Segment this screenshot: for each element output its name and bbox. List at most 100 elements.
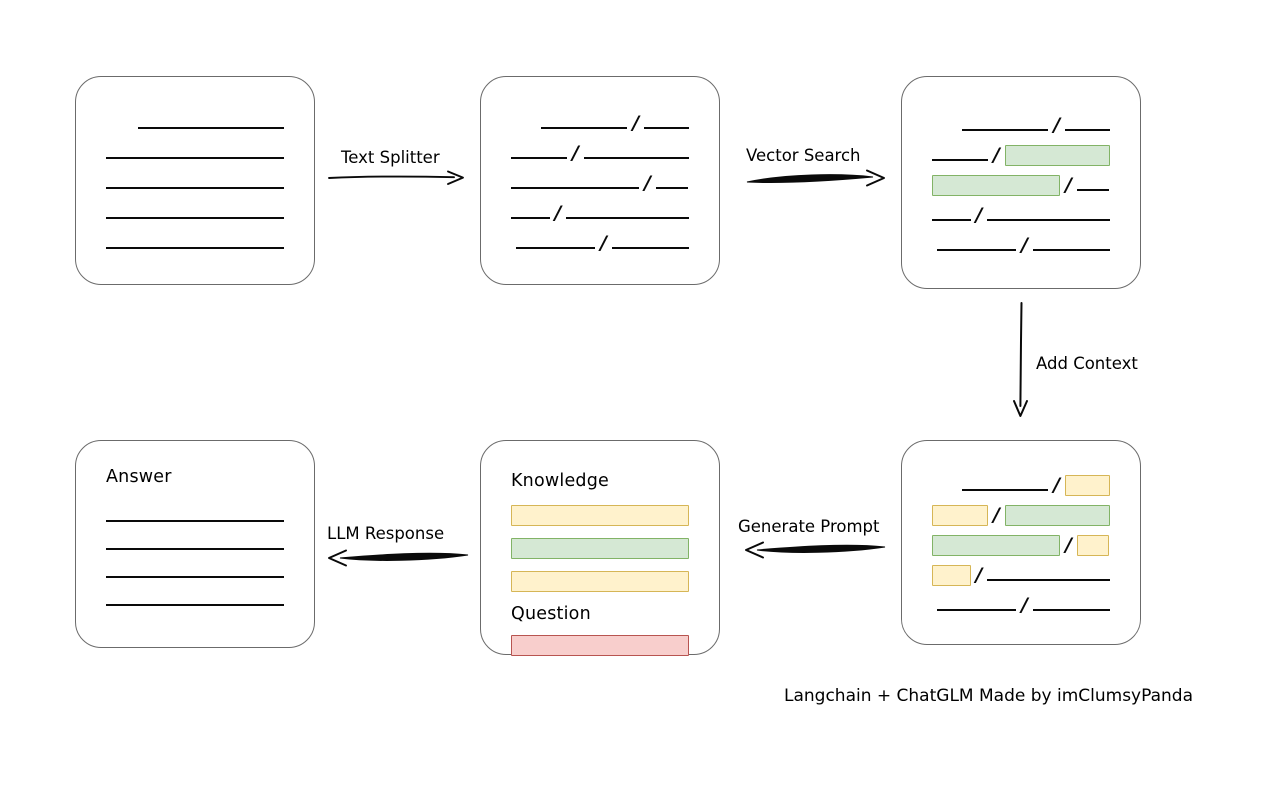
- arrow-vector-search: [745, 166, 890, 192]
- text-line: [937, 248, 1017, 251]
- vector-search-results-card: / / / / /: [901, 76, 1141, 289]
- split-chunks-card: /////: [480, 76, 720, 285]
- text-line: [656, 186, 689, 189]
- chunk-separator-slash: /: [1053, 473, 1061, 496]
- highlighted-chunk-green: [1004, 144, 1110, 166]
- knowledge-bar-green: [511, 537, 689, 559]
- chunk-row: /: [932, 588, 1110, 618]
- chunk-row: /: [932, 558, 1110, 588]
- chunk-row: /: [932, 138, 1110, 168]
- text-line: [932, 158, 988, 161]
- chunk-separator-slash: /: [554, 201, 562, 224]
- answer-lines: [106, 507, 284, 619]
- question-bars: [511, 635, 689, 656]
- chunk-row: /: [511, 136, 689, 166]
- chunk-separator-slash: /: [600, 231, 608, 254]
- text-line: [511, 216, 550, 219]
- answer-text-line: [106, 520, 284, 522]
- chunk-row: [106, 136, 284, 166]
- chunk-separator-slash: /: [1065, 533, 1073, 556]
- text-line: [937, 608, 1017, 611]
- chunk-separator-slash: /: [632, 111, 640, 134]
- generated-prompt-card: Knowledge Question: [480, 440, 720, 656]
- answer-card: Answer: [75, 440, 315, 648]
- question-bar-red: [511, 635, 689, 656]
- highlighted-chunk-yellow: [1065, 474, 1110, 496]
- text-line: [962, 488, 1049, 491]
- chunk-row: [106, 106, 284, 136]
- knowledge-label: Knowledge: [511, 471, 609, 491]
- chunk-row: /: [511, 166, 689, 196]
- connector-label-llm-response: LLM Response: [327, 524, 445, 543]
- chunk-row: [106, 166, 284, 196]
- chunk-row: /: [932, 468, 1110, 498]
- text-line: [987, 578, 1110, 581]
- chunk-separator-slash: /: [975, 563, 983, 586]
- prompt-stack: Knowledge Question: [511, 467, 689, 656]
- highlighted-chunk-green: [932, 174, 1061, 196]
- text-line: [1065, 128, 1110, 131]
- answer-text-line: [106, 576, 284, 578]
- chunk-separator-slash: /: [1021, 233, 1029, 256]
- knowledge-bars: [511, 504, 689, 592]
- vector-search-results-body: / / / / /: [932, 77, 1110, 288]
- text-line: [106, 186, 284, 189]
- chunk-separator-slash: /: [993, 503, 1000, 526]
- chunk-row: /: [932, 198, 1110, 228]
- text-line: [1033, 248, 1110, 251]
- answer-text-line: [106, 604, 284, 606]
- text-line: [987, 218, 1110, 221]
- text-line: [516, 246, 596, 249]
- text-line: [932, 218, 971, 221]
- arrow-llm-response: [318, 545, 470, 569]
- answer-title: Answer: [106, 467, 172, 487]
- chunk-separator-slash: /: [572, 141, 579, 164]
- arrow-text-splitter: [328, 166, 468, 190]
- chunk-row: /: [932, 528, 1110, 558]
- chunk-row: /: [932, 228, 1110, 258]
- highlighted-chunk-yellow: [932, 564, 971, 586]
- highlighted-chunk-yellow: [1077, 534, 1110, 556]
- connector-label-text-splitter: Text Splitter: [341, 148, 440, 167]
- chunk-separator-slash: /: [993, 143, 1000, 166]
- text-line: [511, 186, 640, 189]
- text-line: [511, 156, 568, 159]
- context-chunks-rows: /////: [932, 441, 1110, 644]
- context-chunks-body: /////: [932, 441, 1110, 644]
- text-line: [1077, 188, 1110, 191]
- chunk-separator-slash: /: [1053, 113, 1061, 136]
- highlighted-chunk-yellow: [932, 504, 989, 526]
- chunk-row: /: [511, 196, 689, 226]
- chunk-separator-slash: /: [1065, 173, 1073, 196]
- text-line: [138, 126, 284, 129]
- text-line: [106, 156, 284, 159]
- connector-label-add-context: Add Context: [1036, 354, 1138, 373]
- vector-search-results-rows: / / / / /: [932, 77, 1110, 288]
- highlighted-chunk-green: [1004, 504, 1110, 526]
- knowledge-bar-yellow: [511, 504, 689, 526]
- text-line: [583, 156, 689, 159]
- chunk-row: [106, 196, 284, 226]
- text-line: [1033, 608, 1110, 611]
- split-chunks-body: /////: [511, 77, 689, 284]
- chunk-row: /: [932, 498, 1110, 528]
- split-chunks-rows: /////: [511, 77, 689, 284]
- connector-label-generate-prompt: Generate Prompt: [738, 517, 880, 536]
- answer-text-line: [106, 548, 284, 550]
- text-line: [541, 126, 628, 129]
- chunk-row: [106, 226, 284, 256]
- text-line: [644, 126, 689, 129]
- connector-label-vector-search: Vector Search: [746, 146, 861, 165]
- question-label: Question: [511, 603, 591, 624]
- highlighted-chunk-green: [932, 534, 1061, 556]
- text-line: [106, 246, 284, 249]
- chunk-row: /: [932, 108, 1110, 138]
- text-line: [962, 128, 1049, 131]
- source-document-rows: [106, 77, 284, 284]
- source-document-body: [106, 77, 284, 284]
- text-line: [612, 246, 689, 249]
- arrow-add-context: [1008, 302, 1034, 420]
- chunk-separator-slash: /: [975, 203, 983, 226]
- chunk-row: /: [932, 168, 1110, 198]
- chunk-row: /: [511, 226, 689, 256]
